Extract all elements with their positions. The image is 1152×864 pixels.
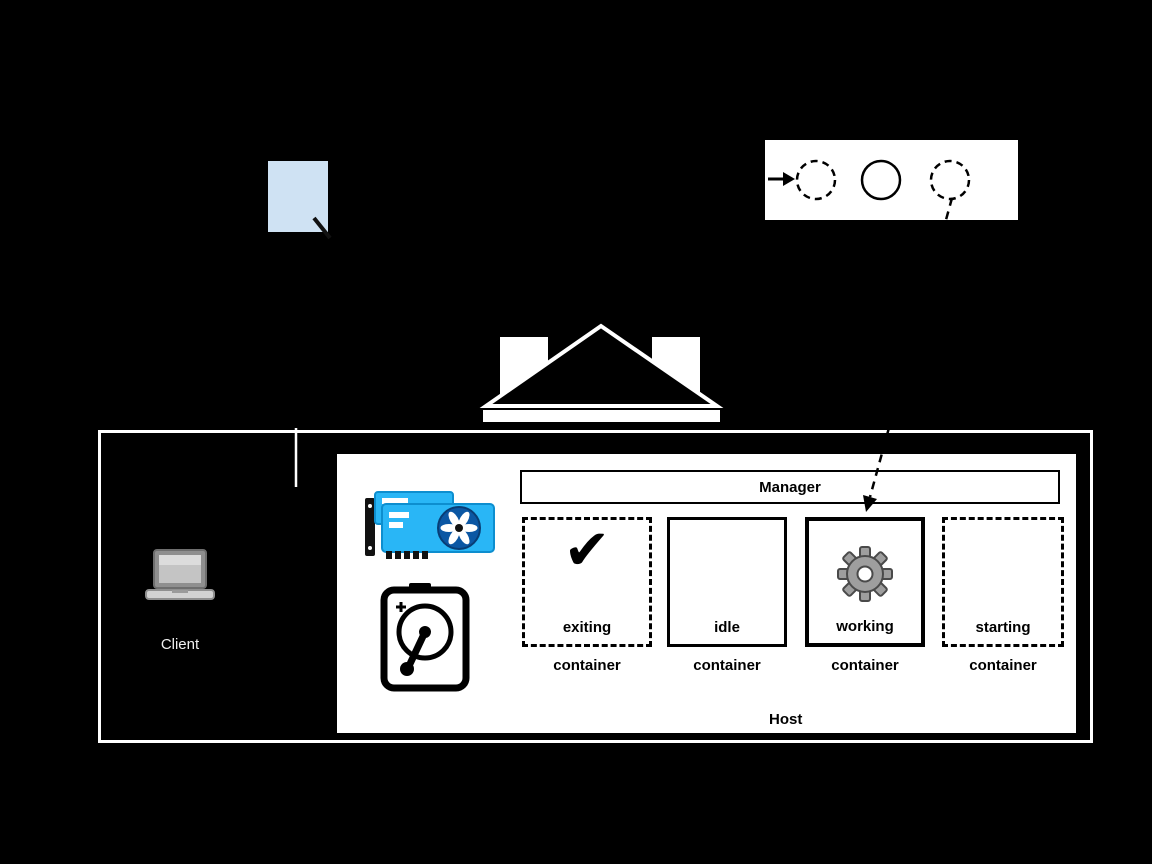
container-caption: container [969,657,1037,674]
container-state-label: exiting [562,619,612,636]
host-box: Manager [335,452,1078,735]
active-circle-icon [860,159,902,201]
pending-circle-icon [929,159,971,201]
queue-box [765,140,1018,220]
arrow-into-queue-icon [768,172,795,186]
gpu-icon [365,491,495,559]
manager-bar: Manager [520,470,1060,504]
container-idle: idle [667,517,787,647]
host-label: Host [769,711,803,728]
container-caption: container [693,657,761,674]
container-working: working [805,517,925,647]
container-caption: container [553,657,621,674]
pending-circle-icon [795,159,837,201]
container-caption: container [831,657,899,674]
container-state-label: working [836,618,894,635]
queue-circles [768,159,971,201]
system-boundary-box [98,430,1093,743]
gear-icon [836,545,894,608]
client-label: Client [160,636,200,653]
document-icon [268,161,328,232]
hard-disk-icon [380,583,470,692]
manager-label: Manager [759,478,821,496]
container-exiting: ✔ exiting [522,517,652,647]
laptop-icon [145,549,215,600]
container-state-label: idle [714,619,740,636]
house-icon [479,323,724,422]
fan-icon [437,506,481,550]
container-starting: starting [942,517,1064,647]
container-state-label: starting [975,619,1031,636]
checkmark-icon: ✔ [563,518,611,581]
